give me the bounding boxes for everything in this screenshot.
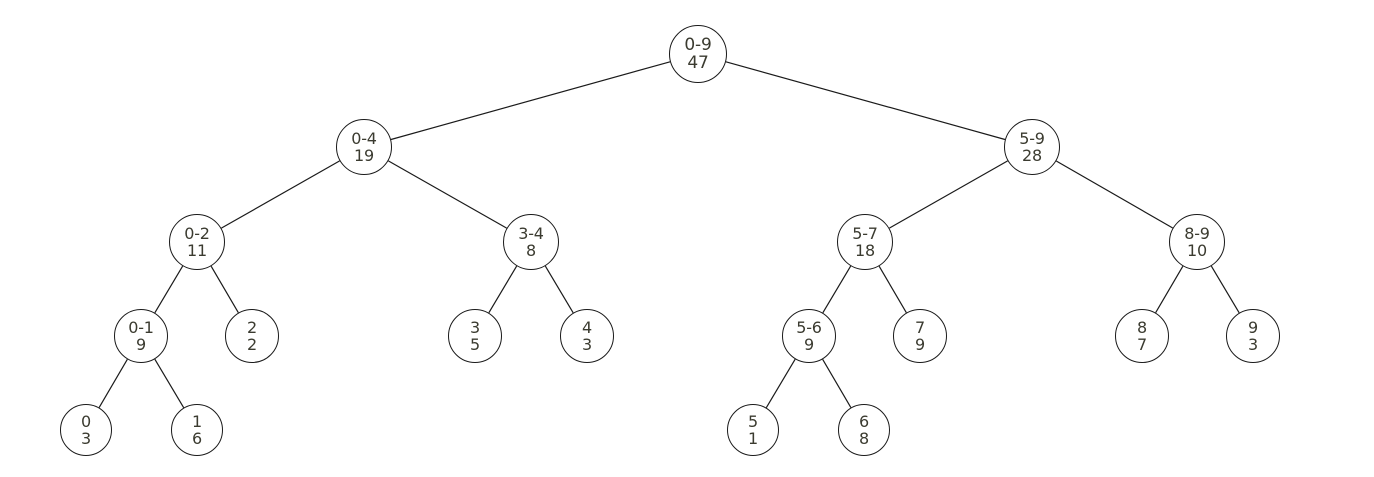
tree-edge [154, 265, 184, 314]
tree-edge [544, 265, 574, 314]
node-range-label: 3 [470, 317, 480, 337]
tree-edge [822, 265, 852, 314]
node-range-label: 5-7 [852, 223, 878, 243]
tree-edge [488, 265, 518, 314]
node-value-label: 18 [855, 241, 875, 260]
node-range-label: 3-4 [518, 223, 544, 243]
node-range-label: 0-4 [351, 128, 377, 148]
node-value-label: 3 [582, 335, 592, 354]
tree-edge [221, 160, 340, 229]
node-value-label: 8 [859, 429, 869, 448]
tree-edge [889, 160, 1008, 229]
tree-edge [822, 359, 852, 408]
node-value-label: 11 [187, 241, 207, 260]
node-range-label: 0-9 [684, 34, 712, 55]
node-range-label: 1 [192, 411, 202, 431]
tree-edge [1210, 265, 1240, 314]
node-range-label: 2 [247, 317, 257, 337]
node-value-label: 28 [1022, 146, 1042, 165]
node-value-label: 3 [1248, 335, 1258, 354]
node-range-label: 0 [81, 411, 91, 431]
node-value-label: 2 [247, 335, 257, 354]
node-range-label: 7 [915, 317, 925, 337]
node-range-label: 6 [859, 411, 869, 431]
node-value-label: 7 [1137, 335, 1147, 354]
node-value-label: 9 [136, 335, 146, 354]
node-range-label: 5-6 [796, 317, 822, 337]
tree-edge [210, 265, 239, 313]
node-range-label: 5-9 [1019, 128, 1045, 148]
node-value-label: 1 [748, 429, 758, 448]
node-value-label: 5 [470, 335, 480, 354]
tree-edge [1055, 160, 1174, 229]
node-range-label: 0-2 [184, 223, 210, 243]
node-range-label: 8-9 [1184, 223, 1210, 243]
tree-edge [154, 358, 185, 408]
node-value-label: 6 [192, 429, 202, 448]
tree-edge [1155, 265, 1184, 313]
node-value-label: 9 [915, 335, 925, 354]
node-range-label: 0-1 [128, 317, 154, 337]
node-value-label: 10 [1187, 241, 1207, 260]
node-value-label: 47 [687, 53, 709, 73]
tree-edge [765, 358, 796, 408]
node-value-label: 8 [526, 241, 536, 260]
node-range-label: 5 [748, 411, 758, 431]
tree-edge [878, 265, 907, 313]
node-range-label: 8 [1137, 317, 1147, 337]
tree-edge [725, 61, 1006, 141]
tree-edge [98, 359, 128, 408]
node-value-label: 9 [804, 335, 814, 354]
node-range-label: 9 [1248, 317, 1258, 337]
tree-edge [388, 160, 507, 229]
node-value-label: 19 [354, 146, 374, 165]
node-range-label: 4 [582, 317, 592, 337]
node-value-label: 3 [81, 429, 91, 448]
tree-edge [390, 61, 671, 141]
